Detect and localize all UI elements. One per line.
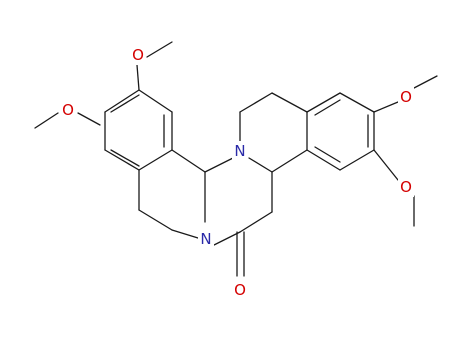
bond: [104, 89, 140, 113]
atom-labels: O O O O N N O: [60, 45, 414, 300]
bond: [204, 157, 234, 173]
bond: [271, 149, 308, 173]
bond: [248, 157, 273, 173]
bond: [136, 64, 140, 91]
bond: [110, 94, 140, 113]
bond: [146, 41, 173, 58]
bond: [306, 92, 341, 113]
bond: [138, 149, 173, 171]
bond: [77, 112, 101, 126]
oxygen-atom-label: O: [62, 101, 74, 119]
nitrogen-atom-label: N: [200, 230, 211, 248]
oxygen-atom-label: O: [132, 46, 144, 64]
bond: [339, 92, 375, 113]
bond: [271, 92, 308, 113]
bond: [239, 92, 273, 113]
bond: [373, 149, 399, 181]
bond: [138, 209, 173, 231]
oxygen-atom-label: O: [400, 178, 412, 196]
bond: [110, 149, 140, 167]
bond: [413, 75, 438, 89]
bond: [306, 149, 341, 171]
carbonyl-oxygen-label: O: [234, 281, 246, 299]
bond: [373, 101, 399, 113]
bond: [34, 112, 59, 129]
bond: [104, 149, 140, 171]
bond-lines: [34, 41, 438, 277]
oxygen-atom-label: O: [400, 88, 412, 106]
nitrogen-atom-label: N: [234, 142, 245, 160]
bond: [339, 149, 375, 171]
bond: [171, 229, 199, 239]
bond: [171, 149, 206, 173]
bond: [314, 99, 341, 116]
bond: [138, 89, 173, 113]
bond: [314, 146, 341, 163]
bond: [239, 211, 273, 233]
bond: [213, 231, 241, 246]
